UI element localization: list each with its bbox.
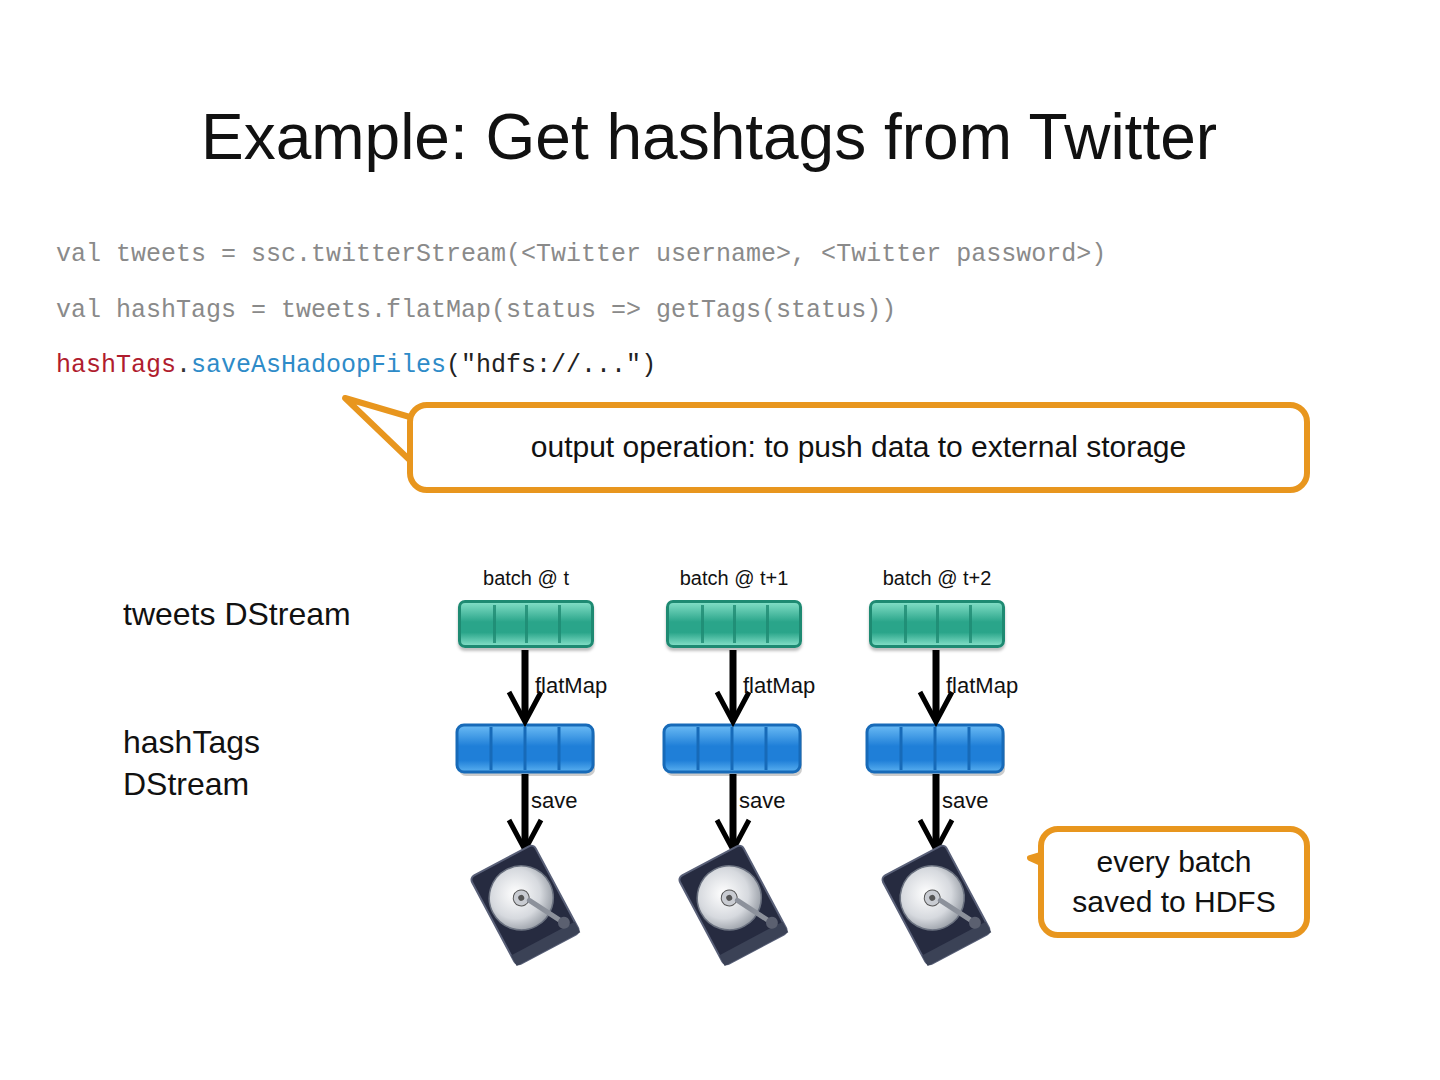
callout-text: output operation: to push data to extern…: [517, 427, 1200, 468]
rdd-block: [867, 725, 1005, 776]
code-line: val tweets = ssc.twitterStream(<Twitter …: [56, 240, 1106, 269]
code-token: ("hdfs://..."): [446, 351, 656, 380]
row-label: hashTags DStream: [123, 722, 323, 805]
hard-disk-icon: [881, 844, 992, 966]
operation-label: save: [942, 788, 988, 814]
block-divider: [936, 605, 939, 643]
block-divider: [969, 605, 972, 643]
operation-label: flatMap: [946, 673, 1018, 699]
rdd-block: [664, 725, 802, 776]
operation-label: flatMap: [743, 673, 815, 699]
code-token: saveAsHadoopFiles: [191, 351, 446, 380]
block-divider: [766, 605, 769, 643]
hard-disk-icon: [470, 844, 581, 966]
batch-block: batch @ t+2: [869, 600, 1005, 648]
callout-box: output operation: to push data to extern…: [407, 402, 1310, 493]
code-token: .: [176, 351, 191, 380]
code-token: hashTags: [56, 351, 176, 380]
slide-title: Example: Get hashtags from Twitter: [0, 100, 1418, 174]
hard-disk-icon: [678, 844, 789, 966]
block-divider: [493, 605, 496, 643]
block-divider: [525, 605, 528, 643]
code-line: hashTags.saveAsHadoopFiles("hdfs://..."): [56, 351, 656, 380]
operation-label: save: [531, 788, 577, 814]
operation-label: flatMap: [535, 673, 607, 699]
callout-box: every batch saved to HDFS: [1038, 826, 1310, 938]
block-divider: [701, 605, 704, 643]
batch-block: batch @ t+1: [666, 600, 802, 648]
callout-text: every batch saved to HDFS: [1044, 842, 1304, 923]
code-line: val hashTags = tweets.flatMap(status => …: [56, 296, 896, 325]
rdd-block: [457, 725, 595, 776]
batch-caption: batch @ t+2: [883, 567, 992, 590]
block-divider: [904, 605, 907, 643]
operation-label: save: [739, 788, 785, 814]
row-label: tweets DStream: [123, 596, 351, 633]
batch-caption: batch @ t: [483, 567, 569, 590]
block-divider: [558, 605, 561, 643]
batch-block: batch @ t: [458, 600, 594, 648]
batch-caption: batch @ t+1: [680, 567, 789, 590]
block-divider: [733, 605, 736, 643]
